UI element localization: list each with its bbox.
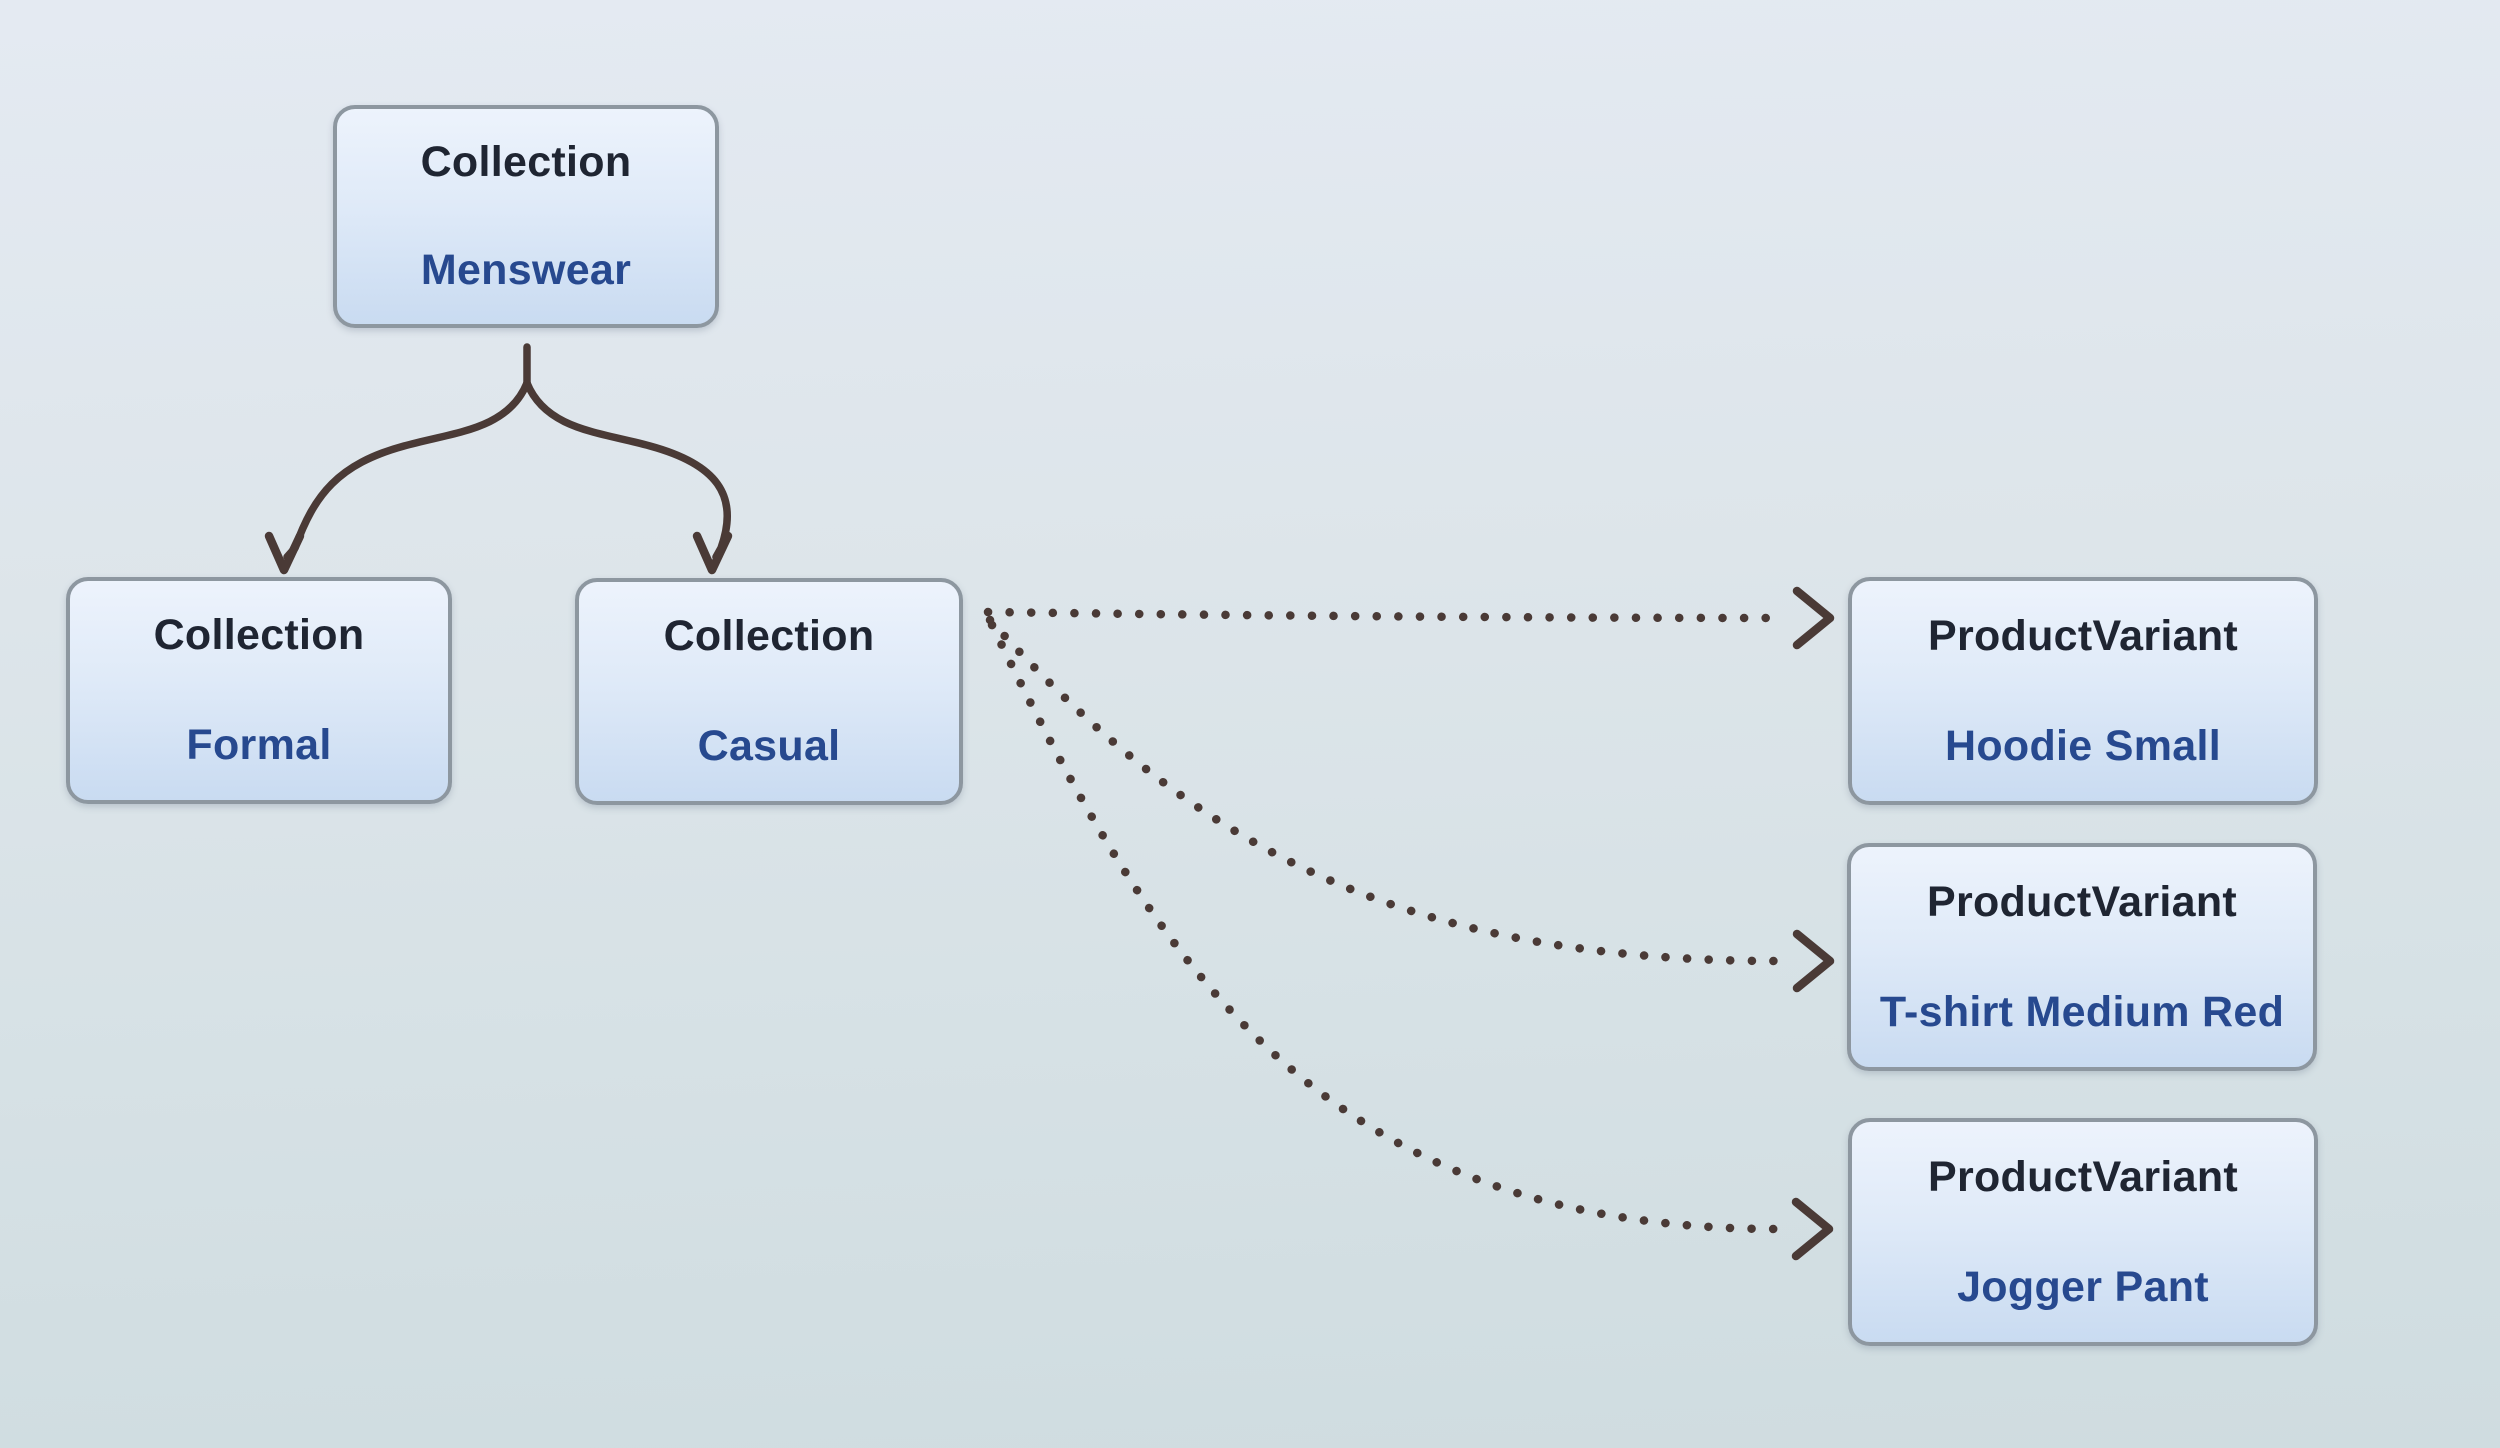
arrowhead-tshirt [1792, 929, 1835, 993]
node-name-label: Jogger Pant [1957, 1262, 2209, 1311]
node-collection-casual: Collection Casual [575, 578, 963, 805]
arrowhead-formal [264, 531, 305, 575]
node-productvariant-hoodie-small: ProductVariant Hoodie Small [1848, 577, 2318, 805]
arrowhead-hoodie [1792, 586, 1835, 650]
node-type-label: ProductVariant [1927, 611, 2239, 660]
edge-casual-jogger [987, 620, 1791, 1234]
node-type-label: Collection [153, 611, 365, 660]
edge-menswear-formal [283, 379, 531, 561]
node-name-label: Menswear [420, 245, 632, 294]
edge-casual-hoodie [983, 607, 1791, 623]
node-type-label: Collection [663, 612, 875, 661]
arrowhead-casual [692, 531, 733, 575]
node-name-label: T-shirt Medium Red [1879, 987, 2285, 1036]
node-name-label: Hoodie Small [1945, 721, 2221, 770]
node-type-label: ProductVariant [1926, 877, 2238, 926]
edge-casual-tshirt [985, 615, 1793, 966]
node-name-label: Formal [186, 720, 332, 769]
arrowhead-jogger [1791, 1197, 1834, 1261]
node-name-label: Casual [697, 721, 841, 770]
edge-menswear-casual [523, 379, 732, 561]
node-collection-formal: Collection Formal [66, 577, 452, 804]
node-productvariant-tshirt-medium-red: ProductVariant T-shirt Medium Red [1847, 843, 2317, 1071]
node-type-label: Collection [420, 138, 632, 187]
node-collection-menswear: Collection Menswear [333, 105, 719, 328]
node-productvariant-jogger-pant: ProductVariant Jogger Pant [1848, 1118, 2318, 1346]
node-type-label: ProductVariant [1927, 1152, 2239, 1201]
